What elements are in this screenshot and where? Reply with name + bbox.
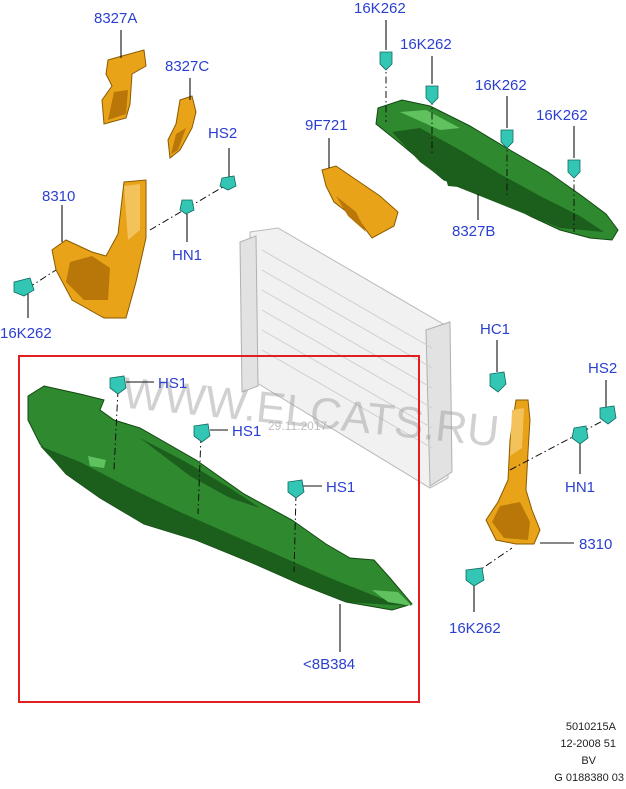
clip-hs1-c (287, 479, 305, 499)
label-8327b: 8327B (452, 223, 495, 240)
clip-hs1-a (109, 375, 127, 395)
clip-16k262-bottom-left (13, 277, 35, 297)
clip-hs2-right (599, 405, 617, 425)
label-hc1: HC1 (480, 321, 510, 338)
highlight-box (18, 355, 420, 703)
clip-16k262-bottom-right (465, 567, 485, 587)
clip-hn1-right (571, 425, 589, 445)
label-16k262-top-2: 16K262 (400, 36, 452, 53)
part-8b384 (27, 385, 413, 611)
part-8327b (375, 99, 619, 241)
clip-hs1-b (193, 423, 211, 443)
part-8327c (167, 95, 197, 159)
label-hn1-right: HN1 (565, 479, 595, 496)
label-8310-right: 8310 (579, 536, 612, 553)
clip-16k262-top-2 (425, 85, 439, 105)
part-8310-right (485, 399, 541, 545)
clip-hs2-top (219, 175, 237, 191)
clip-16k262-top-1 (379, 51, 393, 71)
label-16k262-bottom-right: 16K262 (449, 620, 501, 637)
clip-16k262-top-3 (500, 129, 514, 149)
label-8327c: 8327C (165, 58, 209, 75)
label-16k262-bottom-left: 16K262 (0, 325, 52, 342)
footer-line-2: 12-2008 51 (560, 738, 616, 750)
label-16k262-top-3: 16K262 (475, 77, 527, 94)
label-hn1-left: HN1 (172, 247, 202, 264)
label-hs1-b: HS1 (232, 423, 261, 440)
clip-hn1-left (179, 199, 195, 215)
part-9f721 (321, 165, 399, 239)
label-hs2-right: HS2 (588, 360, 617, 377)
footer-line-3: BV (581, 755, 596, 767)
date-stamp: 29.11.2017 (268, 419, 327, 433)
label-8b384: <8B384 (303, 656, 355, 673)
label-16k262-top-4: 16K262 (536, 107, 588, 124)
radiator (239, 227, 453, 489)
label-16k262-top-1: 16K262 (354, 0, 406, 17)
clip-16k262-top-4 (567, 159, 581, 179)
part-8327a (101, 49, 147, 125)
label-hs1-c: HS1 (326, 479, 355, 496)
part-8310-left (51, 179, 147, 319)
label-hs2-top: HS2 (208, 125, 237, 142)
label-8310-left: 8310 (42, 188, 75, 205)
footer-line-4: G 0188380 03 (554, 772, 624, 784)
footer-line-1: 5010215A (566, 721, 617, 733)
clip-hc1 (489, 371, 507, 393)
label-9f721: 9F721 (305, 117, 348, 134)
label-8327a: 8327A (94, 10, 137, 27)
label-hs1-a: HS1 (158, 375, 187, 392)
